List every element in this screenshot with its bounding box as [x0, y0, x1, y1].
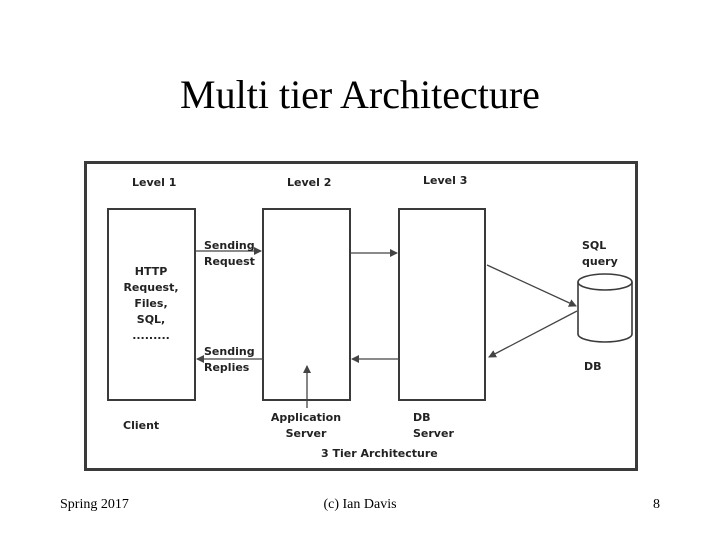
sending-replies-label: Sending Replies	[204, 345, 255, 374]
level-3-label: Level 3	[423, 174, 468, 187]
diagram-caption: 3 Tier Architecture	[321, 447, 438, 460]
database-icon	[577, 273, 633, 343]
client-box	[107, 208, 196, 401]
db-label: DB	[584, 360, 602, 373]
architecture-diagram: Level 1 Level 2 Level 3 HTTP Request, Fi…	[84, 161, 638, 471]
footer-author: (c) Ian Davis	[323, 497, 397, 512]
sql-query-label: SQL query	[582, 239, 618, 268]
db-server-box	[398, 208, 486, 401]
client-box-text: HTTP Request, Files, SQL, .........	[123, 265, 179, 342]
footer-page-number: 8	[653, 497, 660, 512]
sql-query-arrow	[486, 264, 577, 307]
footer-date: Spring 2017	[60, 497, 129, 512]
level-1-label: Level 1	[132, 176, 177, 189]
db-response-arrow	[488, 310, 578, 358]
level-2-label: Level 2	[287, 176, 332, 189]
db-server-label: DB Server	[413, 411, 454, 440]
diagram-graphics	[107, 208, 633, 408]
slide-title: Multi tier Architecture	[180, 72, 540, 117]
application-server-label: Application Server	[270, 411, 342, 440]
sending-request-label: Sending Request	[204, 239, 255, 268]
client-label: Client	[123, 419, 160, 432]
